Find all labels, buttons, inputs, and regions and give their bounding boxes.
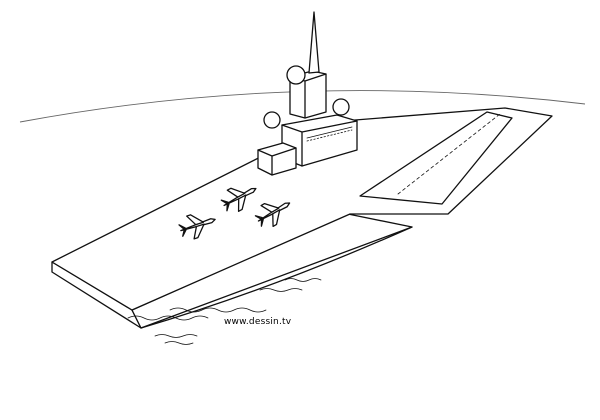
runway-centerline <box>397 113 501 195</box>
bridge-hut-edge <box>257 147 297 176</box>
runway <box>359 111 513 205</box>
radar-dome-right <box>332 98 350 116</box>
island-base-edge <box>281 120 358 167</box>
radar-dome-top <box>286 65 306 85</box>
jet-1 <box>220 187 257 213</box>
radar-dome-left <box>263 111 281 129</box>
watermark-text: www.dessin.tv <box>224 317 292 327</box>
antenna-spire <box>308 11 320 74</box>
jet-2 <box>254 202 291 228</box>
sea-waves <box>127 278 322 345</box>
jet-3 <box>178 214 216 240</box>
island-windows <box>306 126 353 142</box>
bridge-hut <box>257 142 297 176</box>
